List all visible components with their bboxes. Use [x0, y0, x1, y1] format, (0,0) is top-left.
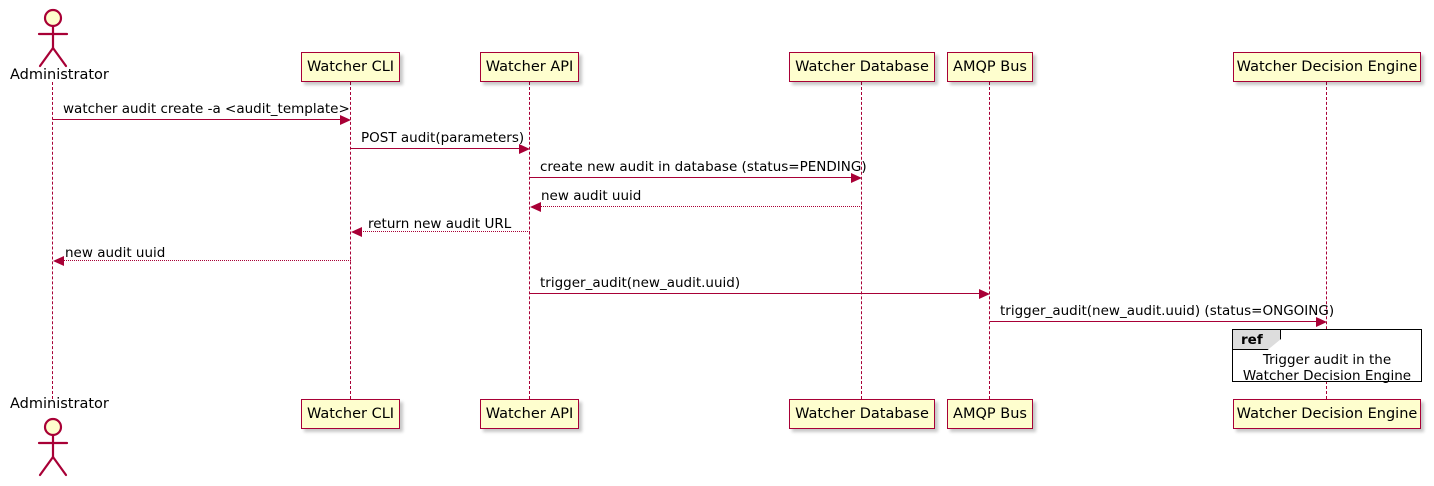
message-arrowhead-5	[53, 255, 64, 266]
message-arrowhead-4	[351, 226, 362, 237]
actor-figure-administrator-bottom[interactable]	[31, 417, 75, 483]
message-arrowhead-3	[530, 201, 541, 212]
participant-label-watcher-decision-engine: Watcher Decision Engine	[1236, 405, 1418, 422]
lifeline-watcher-cli	[350, 82, 352, 399]
actor-label-administrator-top: Administrator	[10, 67, 109, 83]
message-label-3: new audit uuid	[541, 188, 642, 204]
message-label-5: new audit uuid	[65, 245, 166, 261]
participant-box-watcher-api-bottom[interactable]: Watcher API	[480, 399, 579, 429]
participant-label-amqp-bus: AMQP Bus	[953, 58, 1027, 75]
message-label-0: watcher audit create -a <audit_template>	[63, 101, 350, 117]
participant-label-watcher-database: Watcher Database	[795, 405, 929, 422]
participant-label-watcher-api: Watcher API	[485, 405, 574, 422]
participant-box-watcher-cli-bottom[interactable]: Watcher CLI	[301, 399, 400, 429]
message-line-1	[351, 148, 520, 149]
participant-box-amqp-bus-bottom[interactable]: AMQP Bus	[947, 399, 1033, 429]
participant-label-watcher-api: Watcher API	[485, 58, 574, 75]
message-line-5	[63, 260, 351, 261]
message-label-7: trigger_audit(new_audit.uuid) (status=ON…	[1000, 303, 1335, 319]
participant-label-watcher-decision-engine: Watcher Decision Engine	[1236, 58, 1418, 75]
ref-fragment-tab: ref	[1233, 330, 1281, 350]
participant-box-watcher-cli-top[interactable]: Watcher CLI	[301, 52, 400, 82]
participant-label-watcher-cli: Watcher CLI	[306, 405, 395, 422]
lifeline-amqp-bus	[989, 82, 991, 399]
lifeline-watcher-api	[529, 82, 531, 399]
ref-fragment-line-1: Watcher Decision Engine	[1242, 368, 1412, 384]
participant-box-watcher-decision-engine-bottom[interactable]: Watcher Decision Engine	[1233, 399, 1421, 429]
lifeline-watcher-database	[861, 82, 863, 399]
lifeline-administrator	[52, 82, 54, 399]
actor-figure-administrator-top[interactable]	[31, 8, 75, 74]
message-label-2: create new audit in database (status=PEN…	[540, 159, 867, 175]
message-label-1: POST audit(parameters)	[361, 130, 525, 146]
participant-box-watcher-database-top[interactable]: Watcher Database	[789, 52, 935, 82]
message-line-0	[53, 119, 341, 120]
message-arrowhead-0	[340, 114, 351, 125]
participant-label-amqp-bus: AMQP Bus	[953, 405, 1027, 422]
message-line-3	[540, 206, 862, 207]
message-line-4	[361, 231, 530, 232]
message-arrowhead-6	[979, 288, 990, 299]
message-arrowhead-2	[851, 172, 862, 183]
message-line-6	[530, 293, 980, 294]
lifeline-watcher-decision-engine	[1326, 82, 1328, 399]
participant-label-watcher-database: Watcher Database	[795, 58, 929, 75]
message-arrowhead-1	[519, 143, 530, 154]
message-line-7	[990, 321, 1317, 322]
message-label-4: return new audit URL	[368, 216, 512, 232]
participant-label-watcher-cli: Watcher CLI	[306, 58, 395, 75]
participant-box-amqp-bus-top[interactable]: AMQP Bus	[947, 52, 1033, 82]
message-arrowhead-7	[1316, 316, 1327, 327]
message-label-6: trigger_audit(new_audit.uuid)	[540, 275, 741, 291]
message-line-2	[530, 177, 852, 178]
participant-box-watcher-database-bottom[interactable]: Watcher Database	[789, 399, 935, 429]
actor-label-administrator-bottom: Administrator	[10, 396, 109, 412]
participant-box-watcher-api-top[interactable]: Watcher API	[480, 52, 579, 82]
participant-box-watcher-decision-engine-top[interactable]: Watcher Decision Engine	[1233, 52, 1421, 82]
ref-fragment-line-0: Trigger audit in the	[1262, 352, 1392, 368]
